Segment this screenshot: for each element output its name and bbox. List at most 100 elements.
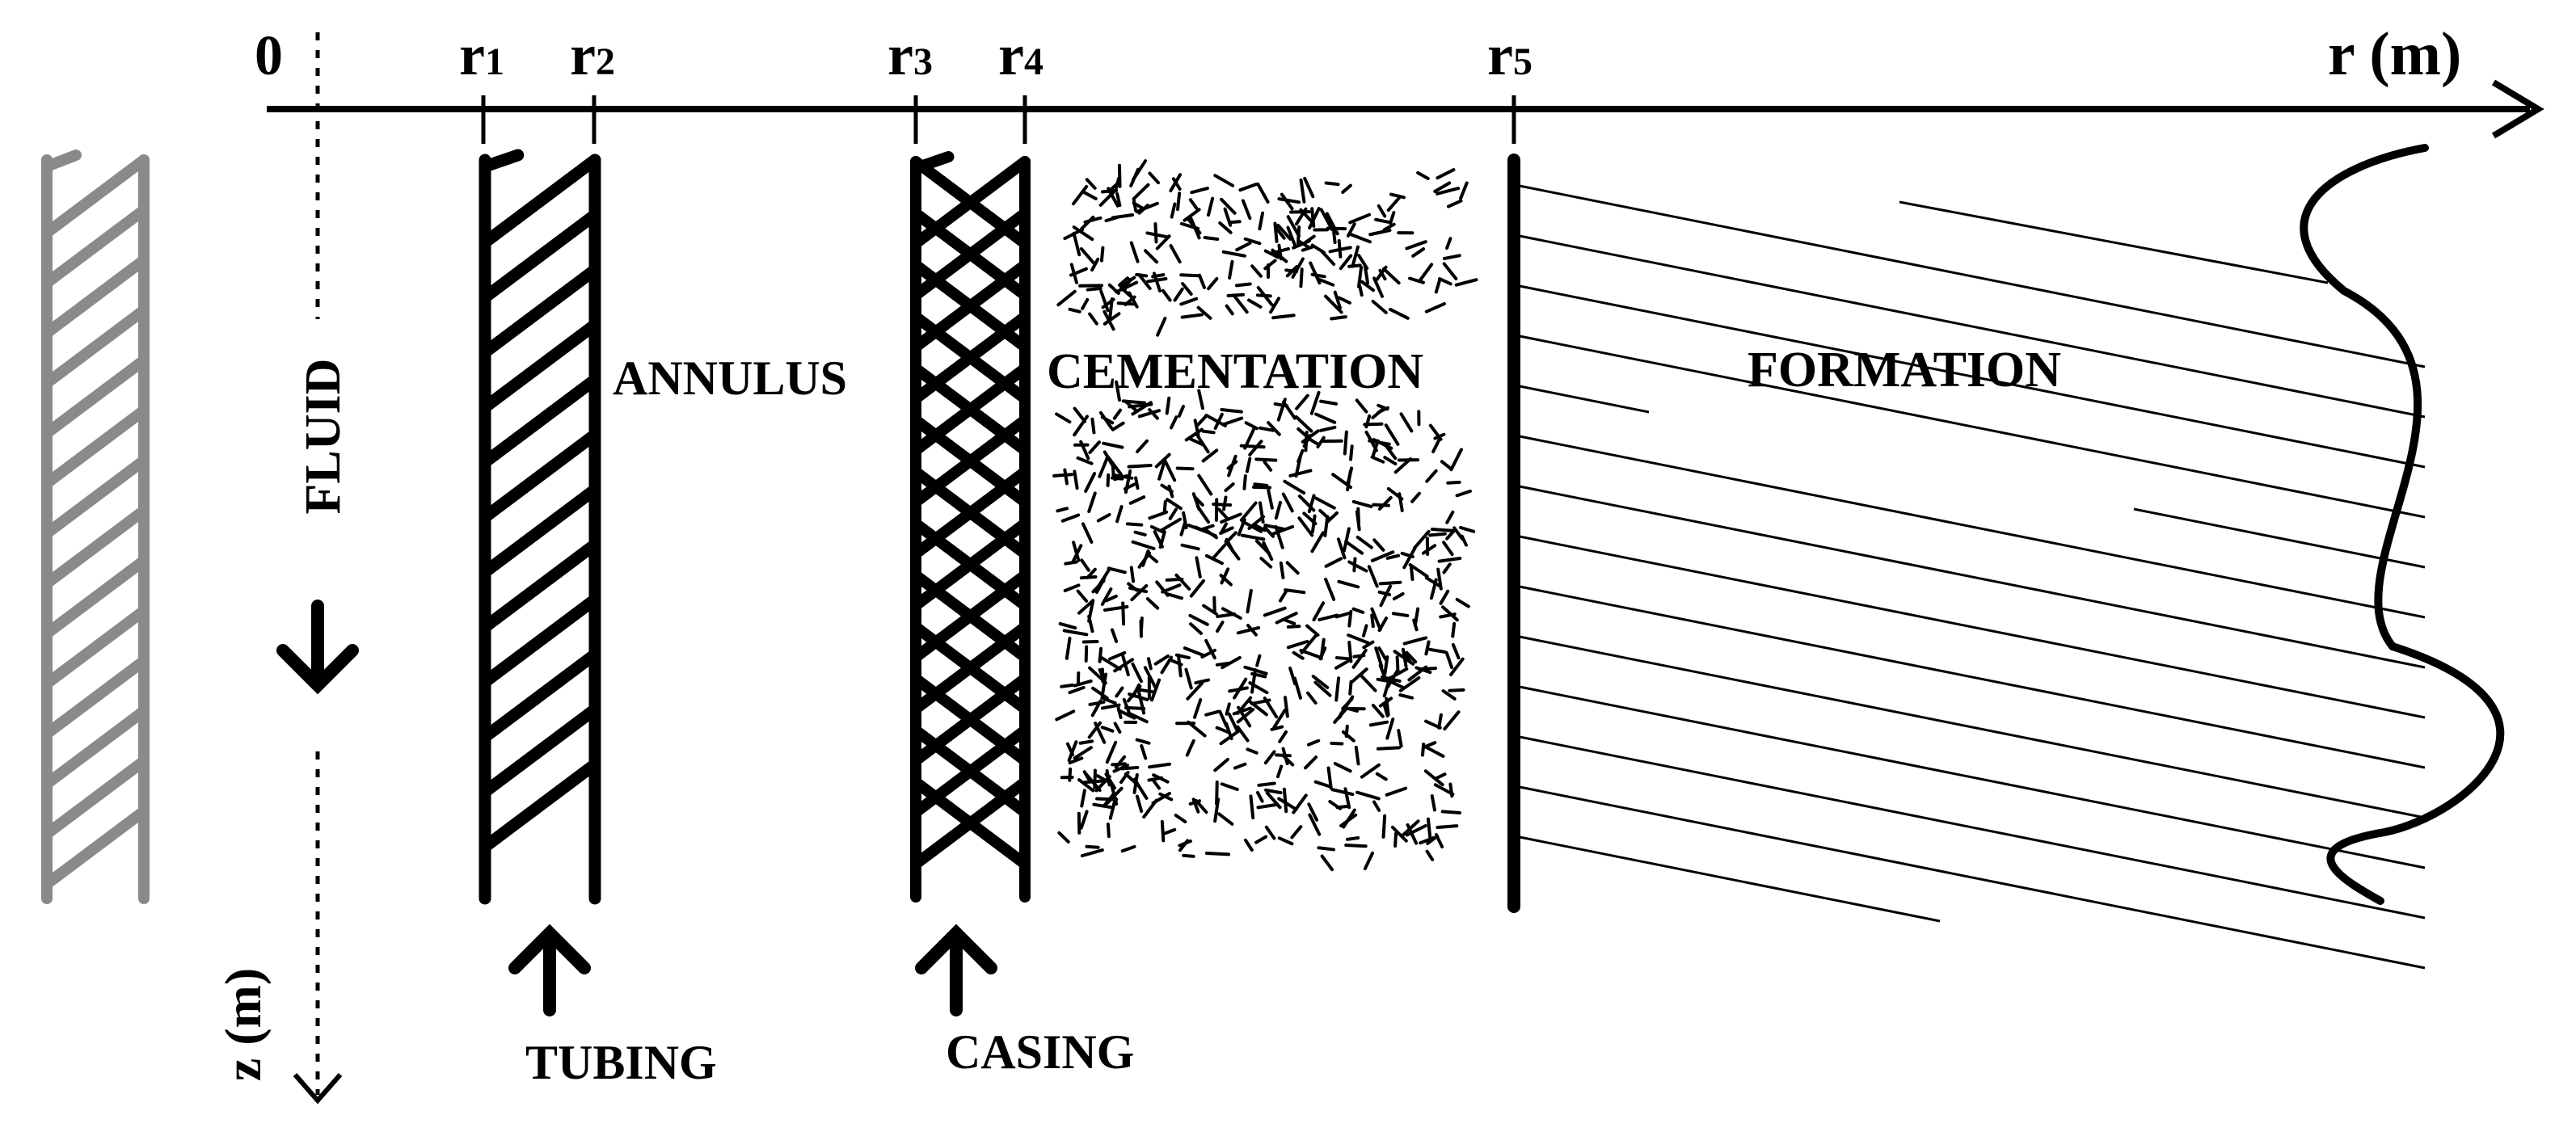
cement-dash xyxy=(1258,501,1265,524)
cement-dash xyxy=(1131,662,1143,684)
cement-dash xyxy=(1085,178,1097,190)
cement-dash xyxy=(1218,221,1233,234)
cement-dash xyxy=(1119,771,1130,785)
cement-dash xyxy=(1269,246,1290,255)
cement-dash xyxy=(1416,170,1430,180)
cement-dash xyxy=(1220,782,1239,792)
cement-dash xyxy=(1161,583,1182,594)
cement-dash xyxy=(1079,246,1095,264)
cement-dash xyxy=(1102,441,1124,449)
cement-dash xyxy=(1351,607,1365,614)
cement-dash xyxy=(1286,215,1301,238)
cement-dash xyxy=(1082,779,1108,785)
cement-dash xyxy=(1324,557,1343,568)
cement-dash xyxy=(1212,595,1216,615)
wall-hatch xyxy=(41,149,82,172)
cement-dash xyxy=(1150,678,1162,702)
tick-label-r4: r4 xyxy=(998,23,1043,87)
cement-dash xyxy=(1128,291,1139,309)
cement-dash xyxy=(1080,558,1090,572)
cement-dash xyxy=(1086,567,1097,579)
cement-dash xyxy=(1204,709,1221,717)
cement-dash xyxy=(1295,207,1308,226)
cement-dash xyxy=(1155,580,1170,597)
cement-dash xyxy=(1241,199,1252,221)
cement-dash xyxy=(1379,584,1393,608)
cement-dash xyxy=(1346,706,1360,713)
cement-dash xyxy=(1311,675,1330,689)
cement-dash xyxy=(1437,713,1443,730)
cement-dash xyxy=(1378,696,1393,708)
cement-dash xyxy=(1286,225,1297,247)
cement-dash xyxy=(1083,216,1102,224)
cement-dash xyxy=(1409,564,1414,581)
cement-dash xyxy=(1216,612,1237,619)
cement-dash xyxy=(1306,739,1321,747)
cement-dash xyxy=(1088,440,1101,454)
cement-dash xyxy=(1073,746,1093,760)
cement-dash xyxy=(1319,208,1334,231)
cement-dash xyxy=(1270,725,1284,731)
cement-dash xyxy=(1324,181,1340,187)
cement-dash xyxy=(1174,653,1191,660)
cement-dash xyxy=(1100,696,1117,705)
cement-dash xyxy=(1430,794,1436,812)
cement-dash xyxy=(1434,833,1444,849)
cement-dash xyxy=(1355,790,1381,801)
casing-label: CASING xyxy=(946,1025,1134,1079)
cement-dash xyxy=(1332,229,1337,245)
cement-dash xyxy=(1307,802,1319,822)
cement-dash xyxy=(1100,726,1115,733)
cement-dash xyxy=(1454,278,1478,287)
cement-dash xyxy=(1060,513,1081,523)
cement-dash xyxy=(1382,222,1396,232)
cement-dash xyxy=(1423,744,1445,758)
cement-dash xyxy=(1063,468,1069,486)
cement-dash xyxy=(1325,511,1339,524)
cement-dash xyxy=(1218,709,1229,728)
cement-dash xyxy=(1064,560,1078,566)
cement-dash xyxy=(1219,729,1241,746)
cement-dash xyxy=(1370,455,1385,464)
cement-dash xyxy=(1455,597,1470,608)
cement-dash xyxy=(1137,273,1152,291)
cement-dash xyxy=(1361,624,1368,638)
cement-dash xyxy=(1196,305,1212,320)
cement-dash xyxy=(1111,473,1134,480)
cement-dash xyxy=(1393,831,1398,848)
cement-dash xyxy=(1440,810,1462,815)
casing-wall xyxy=(910,151,1031,903)
cement-dash xyxy=(1236,625,1261,635)
formation-line xyxy=(1519,785,2426,970)
cement-dash xyxy=(1179,297,1199,306)
cement-dash xyxy=(1385,786,1408,797)
cement-dash xyxy=(1360,763,1381,779)
cement-dash xyxy=(1094,722,1107,744)
cement-dash xyxy=(1448,688,1465,692)
cement-dash xyxy=(1076,456,1094,465)
cement-dash xyxy=(1177,405,1185,418)
cement-dash xyxy=(1152,271,1162,292)
cement-dash xyxy=(1072,231,1081,257)
wall-hatch xyxy=(41,255,150,339)
cement-dash xyxy=(1179,520,1187,537)
cement-dash xyxy=(1098,456,1109,478)
cement-dash xyxy=(1278,590,1288,603)
cement-dash xyxy=(1330,741,1344,746)
cement-dash xyxy=(1124,469,1132,494)
cement-dash xyxy=(1225,304,1234,316)
cement-dash xyxy=(1106,823,1111,839)
cement-dash xyxy=(1188,198,1199,210)
cement-dash xyxy=(1087,599,1095,623)
cement-dash xyxy=(1355,535,1373,549)
cement-dash xyxy=(1213,797,1221,823)
cement-dash xyxy=(1148,171,1160,185)
formation-line xyxy=(1519,685,2426,869)
cement-dash xyxy=(1257,781,1276,787)
cement-dash xyxy=(1057,831,1070,844)
cement-dash xyxy=(1256,182,1270,204)
cement-dash xyxy=(1136,439,1149,453)
formation-line xyxy=(1519,585,2426,769)
cement-dash xyxy=(1186,217,1202,235)
cement-dash xyxy=(1163,458,1177,482)
